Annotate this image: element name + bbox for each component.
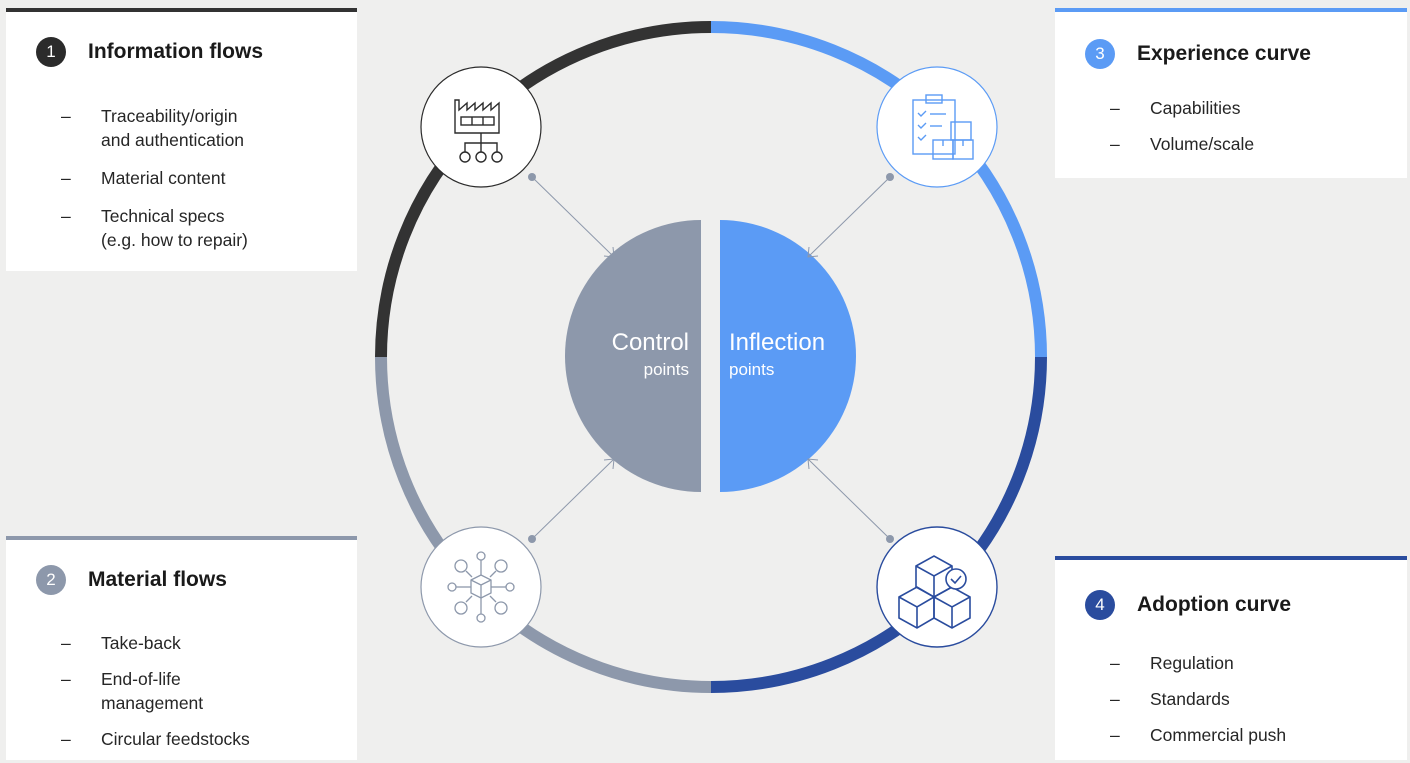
material-flows-card: 2 Material flows –Take-back –End-of-life… [6, 536, 357, 760]
stacked-boxes-check-icon [876, 526, 998, 648]
card-accent-bar [6, 536, 357, 540]
card-list: –Traceability/origin and authentication … [61, 104, 248, 266]
inflection-points-half [720, 220, 856, 492]
list-item: –Capabilities [1110, 98, 1241, 118]
control-points-half [565, 220, 701, 492]
information-flows-card: 1 Information flows –Traceability/origin… [6, 8, 357, 271]
card-accent-bar [1055, 8, 1407, 12]
network-cube-icon [420, 526, 542, 648]
experience-curve-card: 3 Experience curve –Capabilities –Volume… [1055, 8, 1407, 178]
factory-icon [420, 66, 542, 188]
list-item: –Standards [1110, 689, 1230, 709]
list-item: –Material content [61, 168, 226, 188]
clipboard-boxes-icon [876, 66, 998, 188]
card-title: Adoption curve [1137, 593, 1292, 616]
list-item: –Commercial push [1110, 725, 1287, 745]
card-list: –Regulation –Standards –Commercial push [1110, 651, 1286, 759]
connector-dots [528, 173, 894, 543]
card-list: –Take-back –End-of-life management –Circ… [61, 631, 250, 763]
card-accent-bar [6, 8, 357, 12]
list-item: –Technical specs (e.g. how to repair) [61, 206, 248, 250]
list-item: –End-of-life management [61, 669, 204, 713]
control-label: Control [612, 329, 689, 356]
connector-arrows [531, 176, 891, 540]
card-list: –Capabilities –Volume/scale [1110, 96, 1254, 168]
inflection-sublabel: points [729, 360, 774, 379]
adoption-curve-card: 4 Adoption curve –Regulation –Standards … [1055, 556, 1407, 760]
list-item: –Take-back [61, 633, 181, 653]
card-title: Experience curve [1137, 42, 1311, 65]
card-title: Information flows [88, 40, 263, 63]
card-title: Material flows [88, 568, 227, 591]
list-item: –Volume/scale [1110, 134, 1255, 154]
list-item: –Regulation [1110, 653, 1234, 673]
control-sublabel: points [644, 360, 689, 379]
card-number-badge: 2 [36, 565, 66, 595]
inflection-label: Inflection [729, 329, 825, 356]
card-number-badge: 4 [1085, 590, 1115, 620]
card-number-badge: 3 [1085, 39, 1115, 69]
list-item: –Traceability/origin and authentication [61, 106, 245, 150]
card-accent-bar [1055, 556, 1407, 560]
list-item: –Circular feedstocks [61, 729, 250, 749]
card-number-badge: 1 [36, 37, 66, 67]
